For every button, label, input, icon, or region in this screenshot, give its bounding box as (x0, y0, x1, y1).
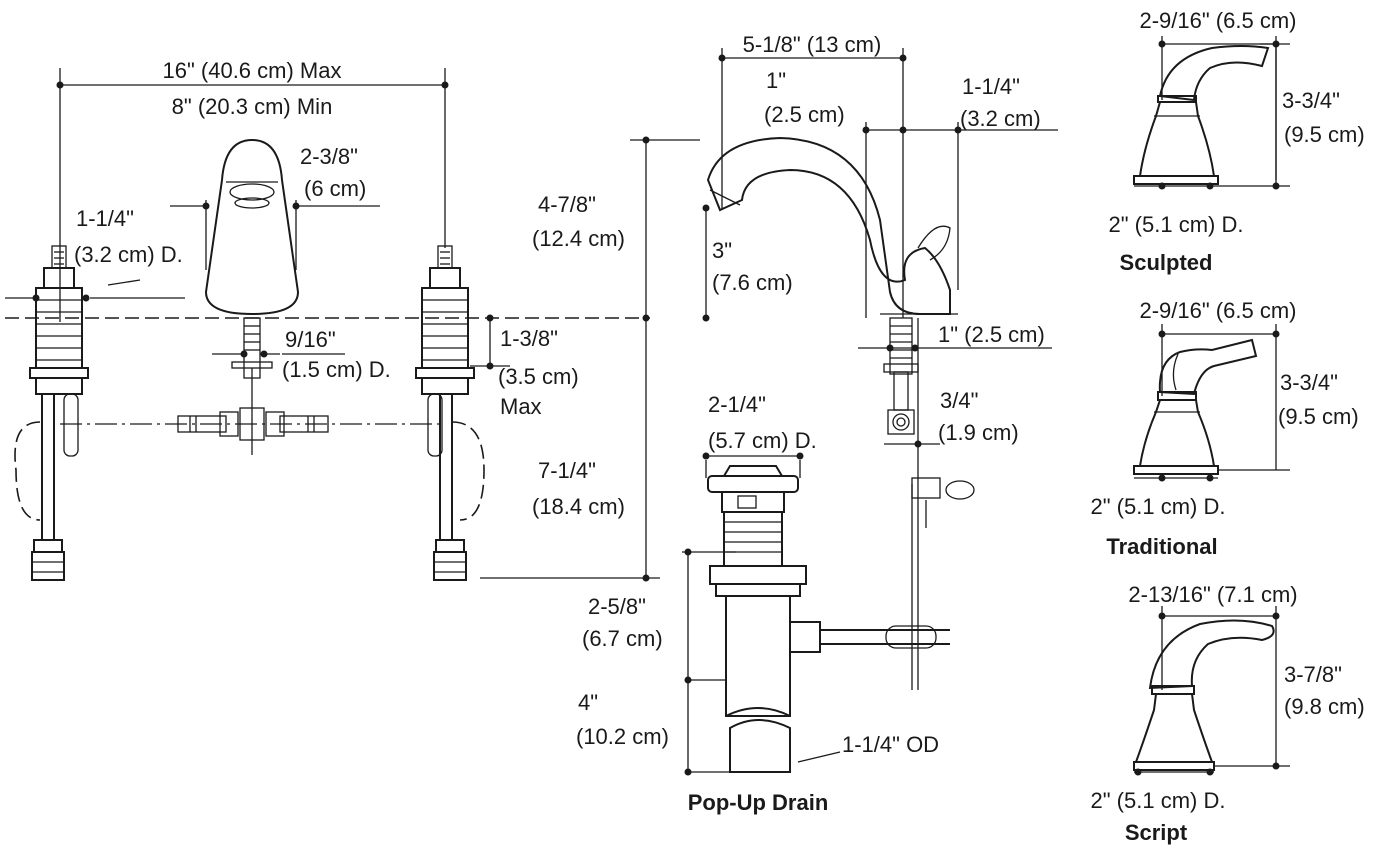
handle-script: 2-13/16" (7.1 cm) 3-7/8" (9.8 cm) 2" (5.… (1091, 582, 1365, 845)
rod-cm: (1.9 cm) (938, 420, 1019, 445)
valve-left (14, 245, 89, 581)
shank-dia-cm: (1.5 cm) D. (282, 357, 391, 382)
spread-max-label: 16" (40.6 cm) Max (163, 58, 342, 83)
script-caption: Script (1125, 820, 1188, 845)
script-height-cm: (9.8 cm) (1284, 694, 1365, 719)
deck-max: Max (500, 394, 542, 419)
tail-in: 4" (578, 690, 598, 715)
below-in: 7-1/4" (538, 458, 596, 483)
reach-label: 5-1/8" (13 cm) (743, 32, 882, 57)
traditional-height-in: 3-3/4" (1280, 370, 1338, 395)
valve-right (415, 245, 485, 581)
sculpted-height-in: 3-3/4" (1282, 88, 1340, 113)
offset-b-in: 1-1/4" (962, 74, 1020, 99)
spout-width-in: 2-3/8" (300, 144, 358, 169)
handle-traditional: 2-9/16" (6.5 cm) 3-3/4" (9.5 cm) 2" (5.1… (1091, 298, 1359, 559)
deck-thickness-dimension: 1-3/8" (3.5 cm) Max (470, 314, 579, 419)
flange-cm: (5.7 cm) D. (708, 428, 817, 453)
below-cm: (18.4 cm) (532, 494, 625, 519)
valve-dia-in: 1-1/4" (76, 206, 134, 231)
handle-sculpted: 2-9/16" (6.5 cm) 3-3/4" (9.5 cm) 2" (5.1… (1109, 8, 1365, 275)
spread-min-label: 8" (20.3 cm) Min (172, 94, 333, 119)
pop-up-drain-caption: Pop-Up Drain (688, 790, 829, 815)
traditional-width: 2-9/16" (6.5 cm) (1140, 298, 1297, 323)
offset-a-in: 1" (766, 68, 786, 93)
valve-dia-cm: (3.2 cm) D. (74, 242, 183, 267)
shank-length: 1" (2.5 cm) (938, 322, 1045, 347)
deck-in: 1-3/8" (500, 326, 558, 351)
script-width: 2-13/16" (7.1 cm) (1128, 582, 1297, 607)
script-height-in: 3-7/8" (1284, 662, 1342, 687)
spout-width-cm: (6 cm) (304, 176, 366, 201)
sculpted-height-cm: (9.5 cm) (1284, 122, 1365, 147)
script-base: 2" (5.1 cm) D. (1091, 788, 1226, 813)
traditional-base: 2" (5.1 cm) D. (1091, 494, 1226, 519)
height-in: 4-7/8" (538, 192, 596, 217)
offset-a-cm: (2.5 cm) (764, 102, 845, 127)
shank-dia-in: 9/16" (285, 327, 336, 352)
offset-b-cm: (3.2 cm) (960, 106, 1041, 131)
tail-cm: (10.2 cm) (576, 724, 669, 749)
deck-cm: (3.5 cm) (498, 364, 579, 389)
flange-in: 2-1/4" (708, 392, 766, 417)
traditional-height-cm: (9.5 cm) (1278, 404, 1359, 429)
body-cm: (6.7 cm) (582, 626, 663, 651)
body-in: 2-5/8" (588, 594, 646, 619)
clearance-cm: (7.6 cm) (712, 270, 793, 295)
widespread-front-view: 16" (40.6 cm) Max 8" (20.3 cm) Min 2-3/8… (5, 58, 650, 581)
sculpted-width: 2-9/16" (6.5 cm) (1140, 8, 1297, 33)
height-cm: (12.4 cm) (532, 226, 625, 251)
traditional-caption: Traditional (1106, 534, 1217, 559)
sculpted-base: 2" (5.1 cm) D. (1109, 212, 1244, 237)
pop-up-drain: 2-1/4" (5.7 cm) D. 2-5/8" (6.7 cm) 4" (1… (576, 392, 950, 815)
clearance-in: 3" (712, 238, 732, 263)
tail-od: 1-1/4" OD (842, 732, 939, 757)
spout-side-view: 5-1/8" (13 cm) 1" (2.5 cm) 1-1/4" (3.2 c… (480, 32, 1058, 690)
sculpted-caption: Sculpted (1120, 250, 1213, 275)
rod-in: 3/4" (940, 388, 978, 413)
